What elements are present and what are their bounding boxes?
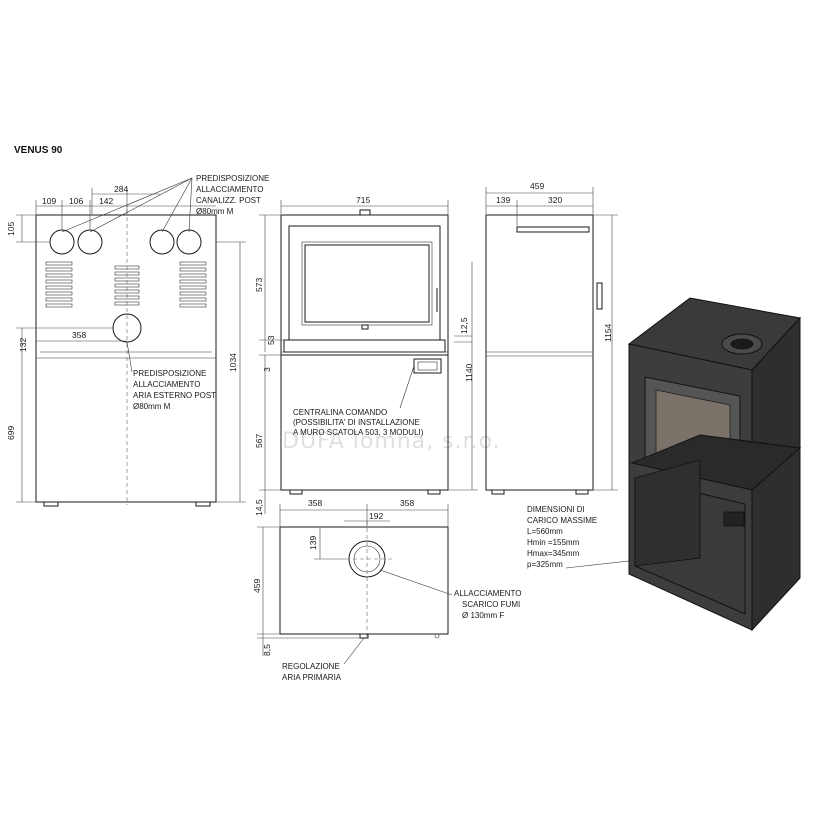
note-load-4: Hmin =155mm — [527, 538, 580, 547]
top-view: 358 358 192 139 459 8,5 ALLACCIAMENTO SC… — [252, 498, 521, 682]
note-canal-2: ALLACCIAMENTO — [196, 185, 263, 194]
note-load-6: p=325mm — [527, 560, 563, 569]
back-view-outline — [35, 214, 217, 503]
perspective-view: DIMENSIONI DI CARICO MASSIME L=560mm Hmi… — [527, 297, 802, 632]
front-glass-border — [301, 241, 433, 326]
dim-132: 132 — [18, 338, 28, 352]
note-canal-1: PREDISPOSIZIONE — [196, 174, 269, 183]
note-air-1: PREDISPOSIZIONE — [133, 369, 206, 378]
dim-1154: 1154 — [603, 323, 613, 342]
note-load-2: CARICO MASSIME — [527, 516, 597, 525]
note-load-3: L=560mm — [527, 527, 563, 536]
note-flue-3: Ø 130mm F — [462, 611, 504, 620]
front-glass — [304, 244, 430, 323]
vent-right — [179, 261, 207, 308]
dim-1140: 1140 — [464, 363, 474, 382]
front-ash-shelf — [283, 339, 446, 353]
note-control-1: CENTRALINA COMANDO — [293, 408, 387, 417]
dim-459-side: 459 — [530, 181, 544, 191]
note-air-3: ARIA ESTERNO POST — [133, 391, 216, 400]
note-air-2: ALLACCIAMENTO — [133, 380, 200, 389]
note-flue-1: ALLACCIAMENTO — [454, 589, 521, 598]
dim-192: 192 — [369, 511, 383, 521]
top-view-outline — [279, 526, 449, 635]
dim-105: 105 — [6, 222, 16, 236]
canal-port-2 — [77, 229, 103, 255]
canal-port-4 — [176, 229, 202, 255]
note-primary-2: ARIA PRIMARIA — [282, 673, 342, 682]
front-door-frame — [288, 225, 441, 341]
dim-106: 106 — [69, 196, 83, 206]
dim-715: 715 — [356, 195, 370, 205]
canal-port-3 — [149, 229, 175, 255]
side-view-outline — [485, 214, 594, 491]
drawing-title: VENUS 90 — [14, 145, 63, 156]
dim-142: 142 — [99, 196, 113, 206]
note-control-3: A MURO SCATOLA 503, 3 MODULI) — [293, 428, 424, 437]
dim-14-5: 14,5 — [254, 499, 264, 516]
dim-139-top: 139 — [308, 536, 318, 550]
dim-284: 284 — [114, 184, 128, 194]
dim-1034: 1034 — [228, 353, 238, 372]
dim-567: 567 — [254, 434, 264, 448]
dim-8-5: 8,5 — [262, 644, 272, 656]
back-foot-left — [43, 501, 59, 507]
note-canal-4: Ø80mm M — [196, 207, 234, 216]
front-view: 715 573 53 3 567 14,5 12,5 1140 CENTRALI… — [254, 195, 478, 516]
canal-port-1 — [49, 229, 75, 255]
dim-12-5: 12,5 — [459, 317, 469, 334]
note-load-1: DIMENSIONI DI — [527, 505, 585, 514]
dim-3: 3 — [262, 367, 272, 372]
side-view: 459 139 320 1154 — [485, 181, 618, 495]
note-air-4: Ø80mm M — [133, 402, 171, 411]
vent-left — [45, 261, 73, 308]
note-control-2: (POSSIBILITA' DI INSTALLAZIONE — [293, 418, 420, 427]
note-load-5: Hmax=345mm — [527, 549, 580, 558]
dim-53: 53 — [266, 335, 276, 345]
dim-320: 320 — [548, 195, 562, 205]
note-canal-3: CANALIZZ. POST — [196, 196, 261, 205]
dim-358-back: 358 — [72, 330, 86, 340]
dim-573: 573 — [254, 278, 264, 292]
front-lower-compartment — [280, 354, 449, 491]
back-view: 109 106 142 284 105 358 132 699 1034 PRE… — [6, 174, 269, 507]
dim-139-side: 139 — [496, 195, 510, 205]
dim-459-top: 459 — [252, 579, 262, 593]
side-handle — [596, 282, 603, 310]
dim-358-top-right: 358 — [400, 498, 414, 508]
note-flue-2: SCARICO FUMI — [462, 600, 520, 609]
dim-699: 699 — [6, 426, 16, 440]
vent-middle — [114, 265, 140, 306]
note-primary-1: REGOLAZIONE — [282, 662, 340, 671]
side-flue-collar — [516, 226, 590, 233]
watermark-text: DUFA lomna, s.r.o. — [282, 429, 501, 454]
dim-109: 109 — [42, 196, 56, 206]
back-foot-right — [195, 501, 211, 507]
dim-358-top-left: 358 — [308, 498, 322, 508]
